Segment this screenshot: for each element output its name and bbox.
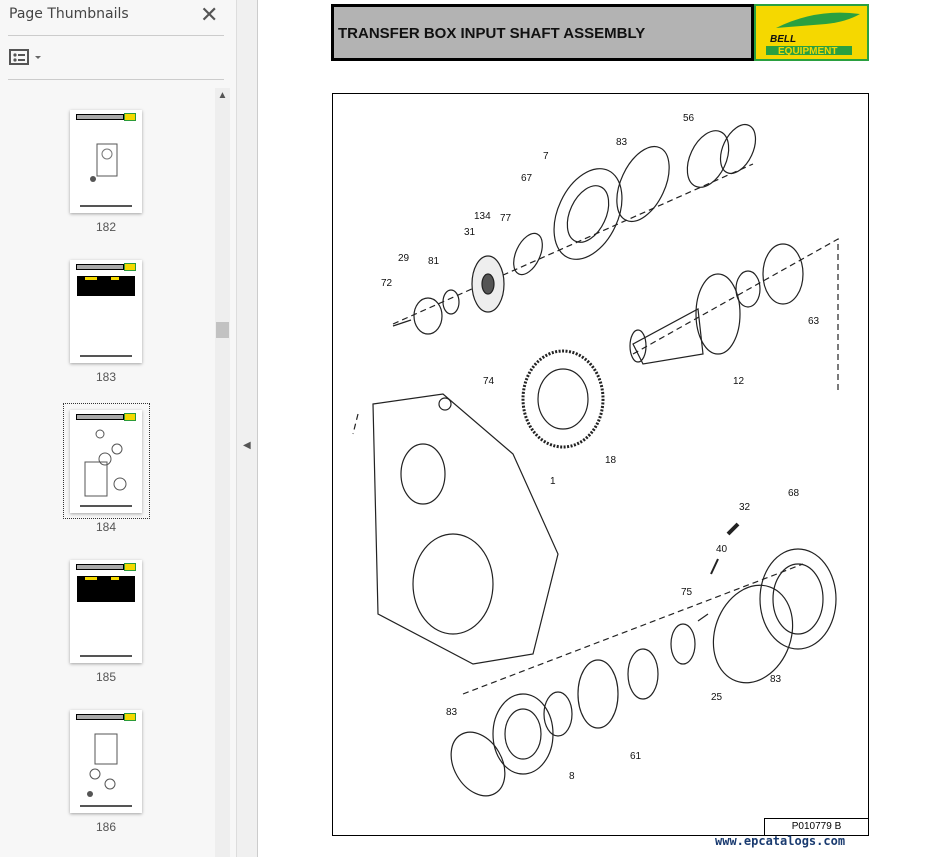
callout: 25 bbox=[711, 692, 723, 703]
callout: 63 bbox=[808, 316, 820, 327]
thumbnail-label: 186 bbox=[95, 820, 117, 834]
page-title: TRANSFER BOX INPUT SHAFT ASSEMBLY bbox=[338, 25, 646, 42]
panel-splitter[interactable]: ◀ bbox=[237, 0, 258, 857]
panel-title: Page Thumbnails bbox=[9, 6, 129, 22]
callout: 29 bbox=[398, 253, 410, 264]
divider bbox=[8, 79, 224, 80]
part-number-box: P010779 B bbox=[764, 818, 869, 836]
thumbnails-panel: Page Thumbnails ✕ 182 183 184 185 186 ▲ bbox=[0, 0, 237, 857]
callout: 83 bbox=[616, 137, 628, 148]
exploded-parts-diagram: 83 56 7 67 134 77 31 29 81 72 63 12 74 1… bbox=[332, 93, 869, 836]
thumbnail-label: 184 bbox=[95, 520, 117, 534]
thumbnail-page-183[interactable] bbox=[70, 260, 142, 363]
callout: 8 bbox=[569, 771, 575, 782]
scroll-thumb[interactable] bbox=[216, 322, 229, 338]
bell-logo: BELL EQUIPMENT bbox=[754, 4, 869, 61]
callout: 1 bbox=[550, 476, 556, 487]
callout: 18 bbox=[605, 455, 617, 466]
thumbnail-page-186[interactable] bbox=[70, 710, 142, 813]
scroll-up-icon[interactable]: ▲ bbox=[217, 90, 228, 101]
callout: 72 bbox=[381, 278, 393, 289]
callout: 81 bbox=[428, 256, 440, 267]
thumbnail-page-182[interactable] bbox=[70, 110, 142, 213]
callout: 83 bbox=[446, 707, 458, 718]
callout: 40 bbox=[716, 544, 728, 555]
thumbnail-scrollbar[interactable]: ▲ bbox=[215, 88, 230, 857]
close-icon[interactable]: ✕ bbox=[200, 2, 219, 27]
callout: 12 bbox=[733, 376, 745, 387]
callout: 77 bbox=[500, 213, 512, 224]
callout: 75 bbox=[681, 587, 693, 598]
callout: 134 bbox=[474, 211, 491, 222]
divider bbox=[8, 35, 224, 36]
callout: 32 bbox=[739, 502, 751, 513]
watermark: www.epcatalogs.com bbox=[715, 834, 846, 848]
callout-labels: 83 56 7 67 134 77 31 29 81 72 63 12 74 1… bbox=[381, 113, 820, 782]
callout: 7 bbox=[543, 151, 549, 162]
svg-text:EQUIPMENT: EQUIPMENT bbox=[778, 46, 837, 57]
thumbnail-label: 183 bbox=[95, 370, 117, 384]
callout: 61 bbox=[630, 751, 642, 762]
selected-thumbnail-outline bbox=[63, 403, 150, 519]
thumbnail-page-185[interactable] bbox=[70, 560, 142, 663]
callout: 74 bbox=[483, 376, 495, 387]
thumbnail-label: 182 bbox=[95, 220, 117, 234]
callout: 67 bbox=[521, 173, 533, 184]
callout: 31 bbox=[464, 227, 476, 238]
thumbnail-options-button[interactable] bbox=[9, 48, 49, 68]
thumbnail-options-icon bbox=[9, 49, 41, 65]
callout: 68 bbox=[788, 488, 800, 499]
collapse-panel-icon[interactable]: ◀ bbox=[243, 440, 251, 451]
page-header: TRANSFER BOX INPUT SHAFT ASSEMBLY bbox=[331, 4, 754, 61]
thumbnail-label: 185 bbox=[95, 670, 117, 684]
callout: 83 bbox=[770, 674, 782, 685]
thumbnail-page-184[interactable] bbox=[70, 410, 142, 513]
callout: 56 bbox=[683, 113, 695, 124]
svg-text:BELL: BELL bbox=[770, 34, 796, 45]
